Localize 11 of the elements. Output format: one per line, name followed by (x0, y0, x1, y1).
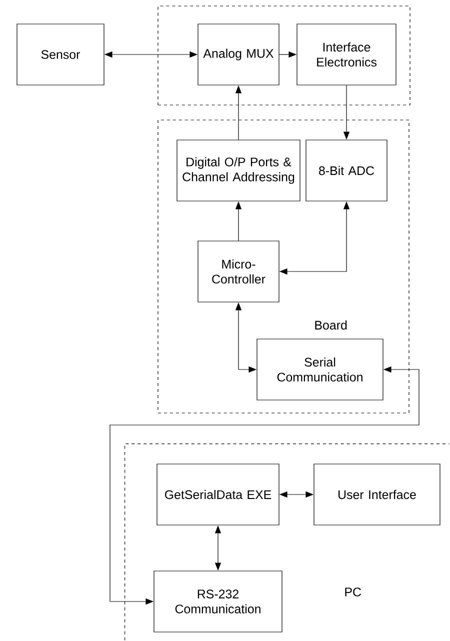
process-box: Interface Electronics (296, 24, 396, 86)
process-box: GetSerialData EXE (156, 464, 280, 526)
process-box: Micro- Controller (198, 240, 280, 302)
process-box: Sensor (16, 24, 104, 86)
process-box: Serial Communication (256, 338, 384, 400)
group-frame (158, 6, 410, 106)
process-box: Analog MUX (198, 24, 280, 86)
process-box: RS-232 Communication (154, 570, 282, 632)
process-box: Digital O/P Ports & Channel Addressing (176, 140, 300, 202)
process-box: User Interface (314, 464, 440, 526)
process-box: 8-Bit ADC (306, 140, 388, 202)
